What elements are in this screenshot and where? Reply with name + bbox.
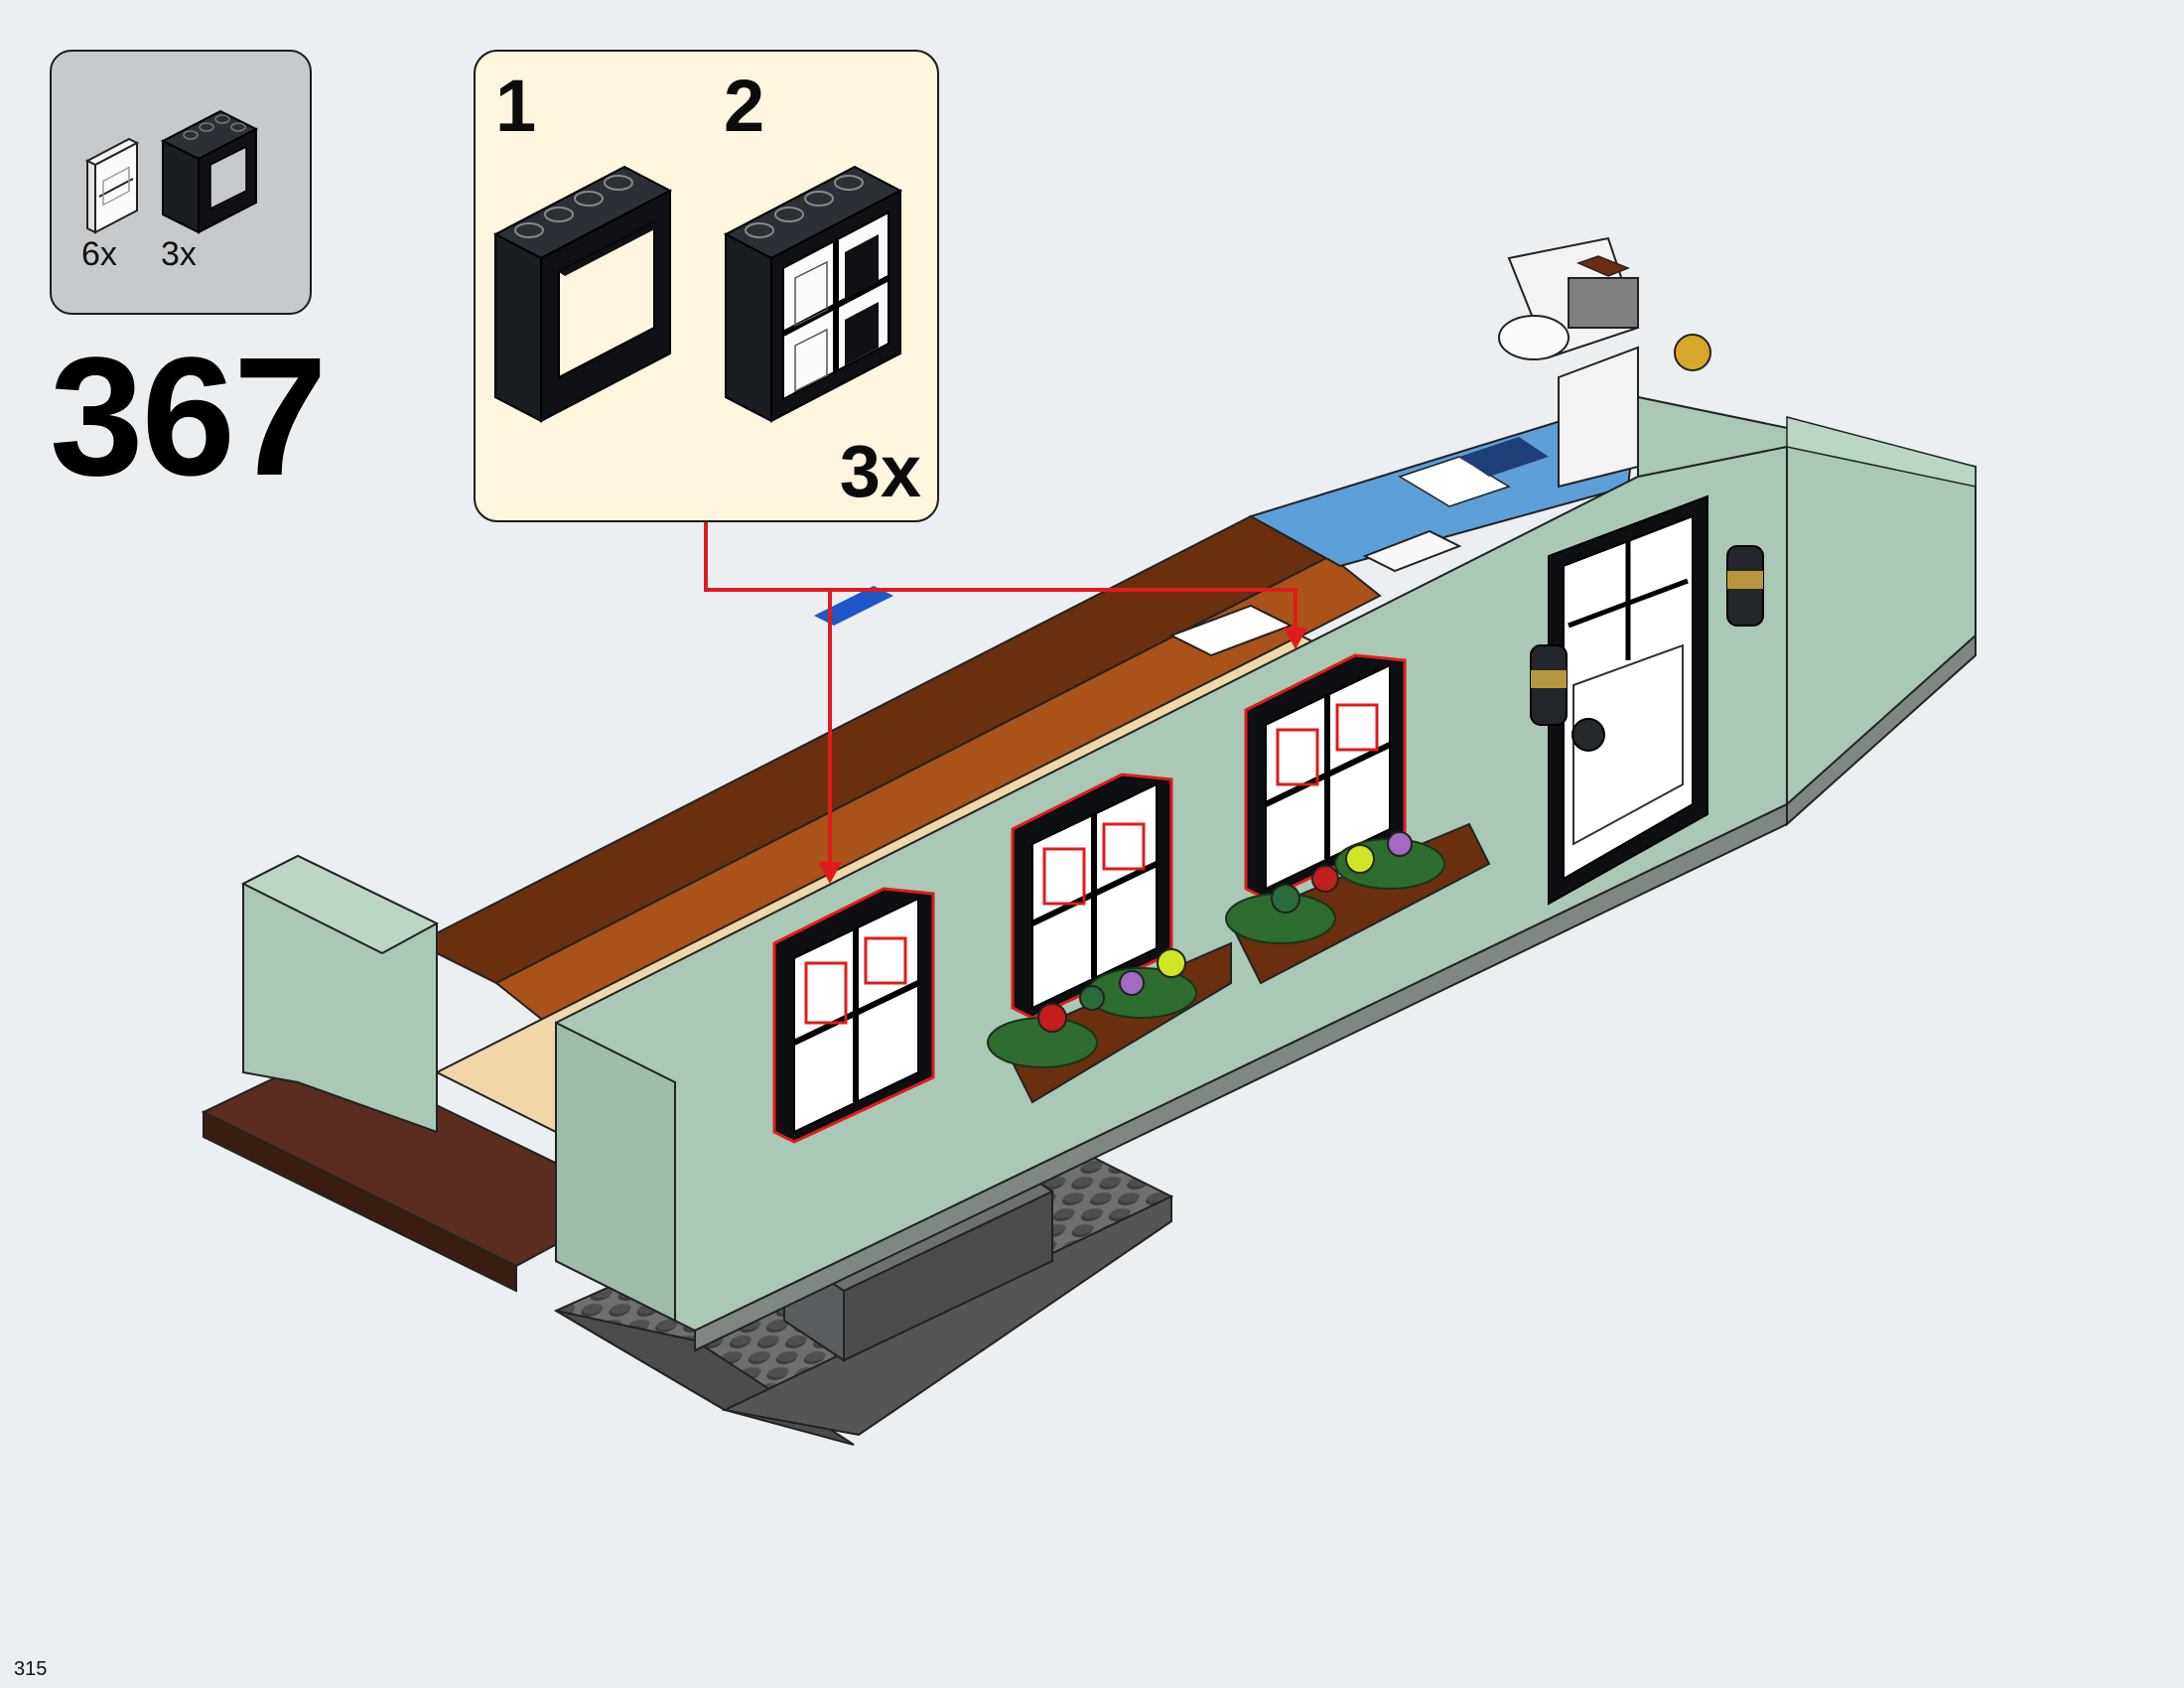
sub-step-number: 1 bbox=[495, 65, 537, 147]
arrow-head bbox=[1284, 628, 1307, 649]
parts-illustration bbox=[84, 109, 259, 234]
sub-assembly-callout: 1 2 bbox=[474, 50, 939, 522]
wall-lamp bbox=[1530, 545, 1764, 726]
arrow-head bbox=[818, 862, 842, 884]
window-installed bbox=[1244, 653, 1407, 901]
page-number: 315 bbox=[14, 1658, 48, 1680]
sub-assembly-illustration bbox=[492, 165, 903, 423]
parts-list: 6x 3x bbox=[50, 50, 312, 315]
door bbox=[1548, 494, 1708, 906]
window-frame-empty bbox=[492, 165, 673, 423]
part-quantity: 3x bbox=[161, 235, 197, 273]
sub-step-number: 2 bbox=[724, 65, 765, 147]
callout-arrows bbox=[704, 522, 1307, 884]
wall-left bbox=[240, 854, 440, 1134]
part-quantity: 6x bbox=[81, 235, 117, 273]
sink-fixture bbox=[1168, 236, 1711, 657]
window-glass-part bbox=[84, 137, 140, 234]
flower-box bbox=[987, 822, 1491, 1104]
sub-assembly-multiplier: 3x bbox=[839, 430, 921, 512]
window-installed bbox=[772, 887, 935, 1144]
step-number: 367 bbox=[50, 323, 328, 511]
window-installed bbox=[1011, 773, 1173, 1020]
window-frame-with-glass bbox=[723, 165, 903, 423]
window-frame-part bbox=[160, 109, 259, 234]
